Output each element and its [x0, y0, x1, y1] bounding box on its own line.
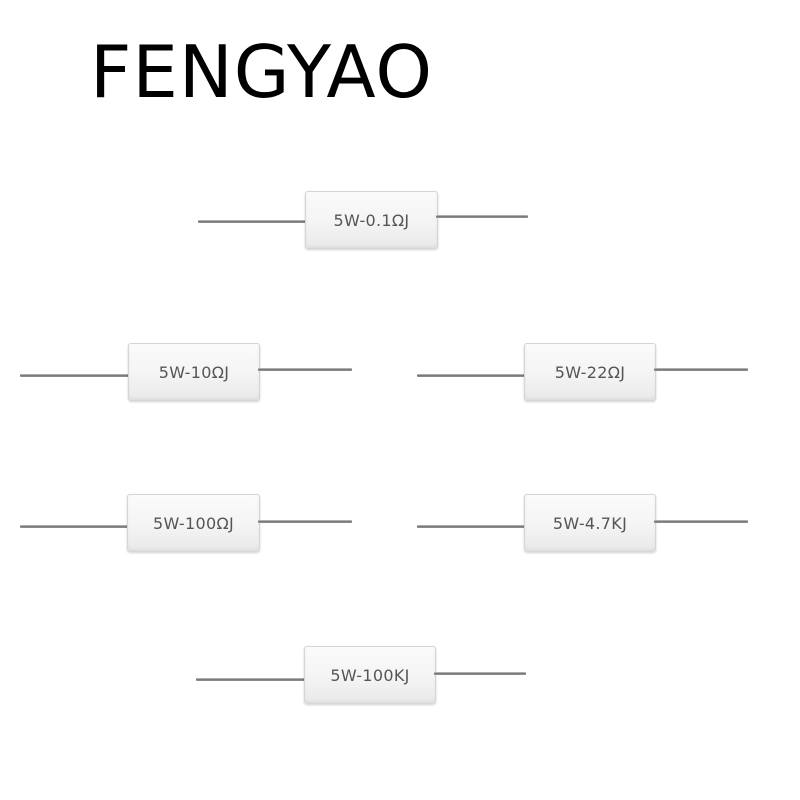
resistor-body: 5W-0.1ΩJ: [305, 191, 438, 249]
resistor-label: 5W-4.7KJ: [552, 513, 628, 533]
resistor-label: 5W-10ΩJ: [158, 362, 230, 382]
brand-title: FENGYAO: [90, 30, 434, 114]
resistor-label: 5W-0.1ΩJ: [333, 210, 410, 230]
lead-left: [196, 678, 308, 681]
lead-right: [436, 215, 528, 218]
lead-right: [434, 672, 526, 675]
resistor-body: 5W-100KJ: [304, 646, 436, 704]
resistor-body: 5W-22ΩJ: [524, 343, 656, 401]
lead-right: [654, 520, 748, 523]
lead-left: [20, 525, 132, 528]
resistor-label: 5W-22ΩJ: [554, 362, 626, 382]
lead-right: [258, 368, 352, 371]
resistor-body: 5W-100ΩJ: [127, 494, 260, 552]
resistor-body: 5W-4.7KJ: [524, 494, 656, 552]
lead-left: [417, 525, 529, 528]
lead-left: [417, 374, 529, 377]
lead-right: [654, 368, 748, 371]
lead-right: [258, 520, 352, 523]
resistor-body: 5W-10ΩJ: [128, 343, 260, 401]
resistor-label: 5W-100ΩJ: [152, 513, 234, 533]
lead-left: [198, 220, 308, 223]
lead-left: [20, 374, 132, 377]
resistor-label: 5W-100KJ: [330, 665, 410, 685]
